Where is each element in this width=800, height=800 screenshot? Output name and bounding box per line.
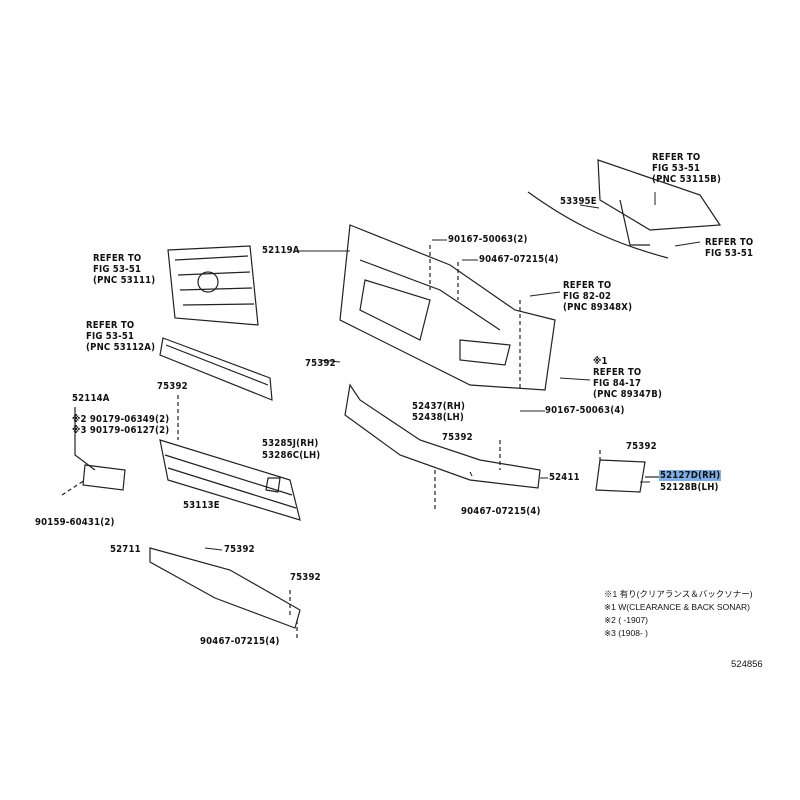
part-53395E[interactable]: 53395E <box>560 196 597 207</box>
part-53286C[interactable]: 53286C(LH) <box>262 450 321 461</box>
label-line: FIG 82-02 <box>563 291 612 302</box>
label-line: REFER TO <box>93 253 142 264</box>
part-90467-07215-top[interactable]: 90467-07215(4) <box>479 254 559 265</box>
lower-grille-insert-drawing <box>159 439 301 521</box>
figure-number: 524856 <box>731 659 763 670</box>
part-52119A[interactable]: 52119A <box>262 245 300 256</box>
part-90179-06349[interactable]: ※2 90179-06349(2) <box>72 414 170 425</box>
part-75392[interactable]: 75392 <box>305 358 336 369</box>
label-line: ※1 <box>593 356 608 367</box>
part-90167-50063-2[interactable]: 90167-50063(2) <box>448 234 528 245</box>
label-line: REFER TO <box>705 237 754 248</box>
lower-grille-drawing <box>159 337 273 401</box>
notes: ※1 有り(クリアランス＆バックソナー) ※1 W(CLEARANCE & BA… <box>604 588 753 640</box>
label-line: FIG 53-51 <box>652 163 701 174</box>
part-52114A[interactable]: 52114A <box>72 393 110 404</box>
part-75392[interactable]: 75392 <box>626 441 657 452</box>
radiator-support-drawing <box>597 159 722 246</box>
bracket-drawing <box>74 407 126 491</box>
label-line: REFER TO <box>86 320 135 331</box>
label-line: REFER TO <box>593 367 642 378</box>
lower-bumper-drawing <box>344 383 541 489</box>
label-line: (PNC 89347B) <box>593 389 663 400</box>
label-line: FIG 84-17 <box>593 378 642 389</box>
part-52437[interactable]: 52437(RH) <box>412 401 466 412</box>
leader-lines <box>61 245 601 638</box>
part-52411[interactable]: 52411 <box>549 472 580 483</box>
part-53113E[interactable]: 53113E <box>183 500 220 511</box>
fog-cover-drawing <box>595 459 660 493</box>
part-53285J[interactable]: 53285J(RH) <box>262 438 319 449</box>
label-line: FIG 53-51 <box>86 331 135 342</box>
part-52127D-highlighted[interactable]: 52127D(RH) <box>659 470 722 481</box>
part-75392[interactable]: 75392 <box>224 544 255 555</box>
note-line: ※1 W(CLEARANCE & BACK SONAR) <box>604 602 750 612</box>
part-90159-60431[interactable]: 90159-60431(2) <box>35 517 115 528</box>
label-line: FIG 53-51 <box>93 264 142 275</box>
note-line: ※1 有り(クリアランス＆バックソナー) <box>604 589 753 599</box>
hole-cover-drawing <box>265 477 281 493</box>
label-line: (PNC 89348X) <box>563 302 633 313</box>
skid-plate-drawing <box>149 547 301 629</box>
part-75392[interactable]: 75392 <box>442 432 473 443</box>
label-line: FIG 53-51 <box>705 248 754 259</box>
label-line: (PNC 53111) <box>93 275 156 286</box>
bumper-cover-drawing <box>339 224 556 391</box>
part-52128B[interactable]: 52128B(LH) <box>660 482 719 493</box>
part-90179-06127[interactable]: ※3 90179-06127(2) <box>72 425 170 436</box>
part-90467-07215-mid[interactable]: 90467-07215(4) <box>461 506 541 517</box>
part-90167-50063-4[interactable]: 90167-50063(4) <box>545 405 625 416</box>
part-90467-07215-bottom[interactable]: 90467-07215(4) <box>200 636 280 647</box>
label-line: (PNC 53115B) <box>652 174 722 185</box>
note-line: ※3 (1908- ) <box>604 628 648 638</box>
seal-strip-drawing <box>527 191 669 259</box>
note-line: ※2 ( -1907) <box>604 615 648 625</box>
part-52438[interactable]: 52438(LH) <box>412 412 464 423</box>
solid-leaders <box>204 192 701 551</box>
part-52711[interactable]: 52711 <box>110 544 141 555</box>
upper-grille-drawing <box>167 245 259 326</box>
label-line: REFER TO <box>563 280 612 291</box>
part-75392[interactable]: 75392 <box>290 572 321 583</box>
label-line: REFER TO <box>652 152 701 163</box>
label-line: (PNC 53112A) <box>86 342 156 353</box>
part-75392[interactable]: 75392 <box>157 381 188 392</box>
